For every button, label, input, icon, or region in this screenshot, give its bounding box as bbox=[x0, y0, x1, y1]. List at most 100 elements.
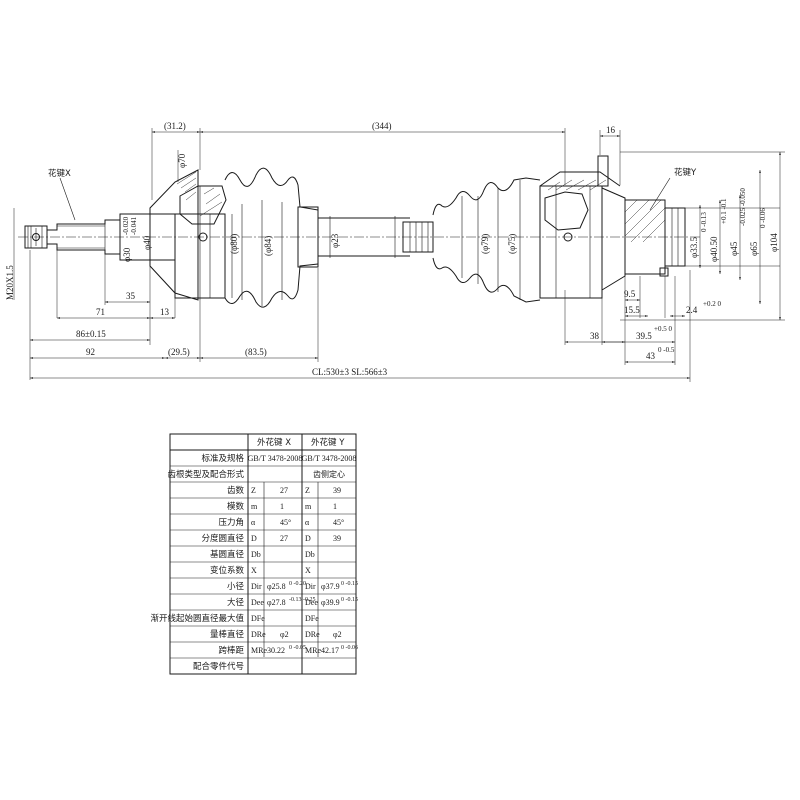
table-cell-x-symbol: MRe bbox=[251, 646, 267, 655]
table-row: 齿数 Z 27 Z 39 bbox=[227, 485, 341, 496]
table-cell-y-value: 42.17 bbox=[321, 646, 339, 655]
table-cell-x-tol: 0 -0.05 bbox=[289, 645, 306, 651]
table-cell-y-value: 39 bbox=[333, 534, 341, 543]
table-row-label: 大径 bbox=[227, 597, 245, 608]
table-cell-x-value: 45° bbox=[280, 518, 291, 527]
dim-phi104: φ104 bbox=[769, 233, 779, 252]
table-cell-y-symbol: Dee bbox=[305, 598, 318, 607]
table-cell-x-symbol: Z bbox=[251, 486, 256, 495]
dim-phi75: (φ75) bbox=[507, 234, 517, 254]
table-cell-y-symbol: α bbox=[305, 518, 310, 527]
table-cell-y-tol: 0 -0.15 bbox=[341, 581, 358, 587]
table-cell-x-tol: -0.13 -0.25 bbox=[289, 597, 316, 603]
table-row-label: 变位系数 bbox=[210, 565, 245, 576]
table-cell-y-value: 45° bbox=[333, 518, 344, 527]
dim-83-5: (83.5) bbox=[245, 347, 267, 357]
table-cell-y-symbol: D bbox=[305, 534, 311, 543]
dim-39-5-tol: +0.5 0 bbox=[654, 325, 672, 333]
dim-phi70: φ70 bbox=[177, 153, 187, 168]
dim-344: (344) bbox=[372, 121, 392, 131]
table-cell-y-symbol: X bbox=[305, 566, 311, 575]
spline-y-label: 花键Y bbox=[674, 167, 697, 178]
table-header-spline-y: 外花键 Y bbox=[311, 437, 345, 448]
table-cell-y-symbol: Z bbox=[305, 486, 310, 495]
table-cell-y-symbol: MRe bbox=[305, 646, 321, 655]
left-thread-stub bbox=[24, 225, 48, 249]
right-boot bbox=[432, 177, 541, 303]
dim-43: 43 bbox=[646, 351, 656, 361]
table-cell-x-symbol: α bbox=[251, 518, 256, 527]
table-cell-y-tol: 0 -0.06 bbox=[341, 645, 358, 651]
table-cell-y-value: φ2 bbox=[333, 630, 342, 639]
table-row-label: 渐开线起始圆直径最大值 bbox=[150, 613, 244, 624]
table-row-label: 量棒直径 bbox=[210, 629, 245, 640]
dim-2-4-tol: +0.2 0 bbox=[703, 300, 721, 308]
dim-phi23: φ23 bbox=[330, 233, 340, 248]
table-cell-x-symbol: Dir bbox=[251, 582, 262, 591]
table-cell-x-symbol: D bbox=[251, 534, 257, 543]
dim-phi33-5-tol: 0 -0.13 bbox=[700, 212, 708, 232]
table-row: 量棒直径 DRe φ2 DRe φ2 bbox=[210, 629, 342, 640]
table-cell-y-symbol: Db bbox=[305, 550, 315, 559]
table-frame bbox=[169, 433, 357, 675]
table-cell-x-symbol: m bbox=[251, 502, 258, 511]
table-cell-x-value: 1 bbox=[280, 502, 284, 511]
table-row-label: 小径 bbox=[227, 581, 245, 592]
right-cv-joint bbox=[539, 155, 626, 299]
table-row: 配合零件代号 bbox=[193, 661, 244, 672]
table-row-label: 齿数 bbox=[227, 485, 245, 496]
dim-phi30: φ30 bbox=[122, 247, 132, 262]
table-cell-x-value: 27 bbox=[280, 486, 288, 495]
table-cell-y-value: GB/T 3478-2008 bbox=[302, 454, 357, 463]
dim-43-tol: 0 -0.5 bbox=[658, 346, 675, 354]
dim-phi40: φ40 bbox=[142, 235, 152, 250]
dim-phi79: (φ79) bbox=[480, 234, 490, 254]
left-spline-shaft bbox=[47, 213, 176, 261]
table-cell-x-symbol: X bbox=[251, 566, 257, 575]
table-cell-x-value: φ2 bbox=[280, 630, 289, 639]
dim-phi40-5-tol: +0.1 -0.1 bbox=[720, 198, 728, 224]
table-cell-x-tol: 0 -0.20 bbox=[289, 581, 306, 587]
table-cell-x-symbol: DFe bbox=[251, 614, 265, 623]
table-cell-y-symbol: m bbox=[305, 502, 312, 511]
table-cell-x-value: GB/T 3478-2008 bbox=[248, 454, 303, 463]
dim-16: 16 bbox=[606, 125, 616, 135]
left-cv-joint bbox=[149, 169, 227, 301]
table-cell-y-value: φ39.9 bbox=[321, 598, 340, 607]
right-spline-stub bbox=[624, 199, 686, 277]
table-cell-x-symbol: Dee bbox=[251, 598, 264, 607]
dim-phi45: φ45 bbox=[729, 241, 739, 256]
drive-shaft-drawing bbox=[18, 155, 700, 308]
table-cell-y-value: 39 bbox=[333, 486, 341, 495]
table-row-label: 分度圆直径 bbox=[201, 533, 244, 544]
table-cell-x-symbol: Db bbox=[251, 550, 261, 559]
table-cell-x-value: 30.22 bbox=[267, 646, 285, 655]
table-cell-y-value: 齿侧定心 bbox=[313, 469, 345, 479]
table-cell-y-tol: 0 -0.15 bbox=[341, 597, 358, 603]
dim-29-5: (29.5) bbox=[168, 347, 190, 357]
dim-9-5: 9.5 bbox=[624, 289, 636, 299]
table-cell-y-value: φ37.9 bbox=[321, 582, 340, 591]
table-row-label: 模数 bbox=[227, 501, 245, 512]
center-shaft bbox=[318, 216, 434, 258]
dimensions: (31.2) (344) 16 φ70 φ30 -0.020 -0.041 φ4… bbox=[5, 121, 785, 382]
table-cell-y-symbol: Dir bbox=[305, 582, 316, 591]
dim-phi84: (φ84) bbox=[263, 236, 273, 256]
left-boot bbox=[224, 167, 319, 308]
spline-x-label: 花键X bbox=[48, 168, 71, 179]
dim-38: 38 bbox=[590, 331, 600, 341]
dim-35: 35 bbox=[126, 291, 136, 301]
dim-cl-sl: CL:530±3 SL:566±3 bbox=[312, 367, 388, 377]
dim-phi65: φ65 bbox=[749, 241, 759, 256]
table-cell-x-symbol: DRe bbox=[251, 630, 266, 639]
dim-31-2: (31.2) bbox=[164, 121, 186, 131]
dim-phi80: (φ80) bbox=[229, 234, 239, 254]
table-row: 齿根类型及配合形式齿侧定心 bbox=[167, 469, 345, 480]
dim-phi45-tol: -0.025 -0.050 bbox=[739, 188, 747, 226]
table-cell-y-symbol: DRe bbox=[305, 630, 320, 639]
